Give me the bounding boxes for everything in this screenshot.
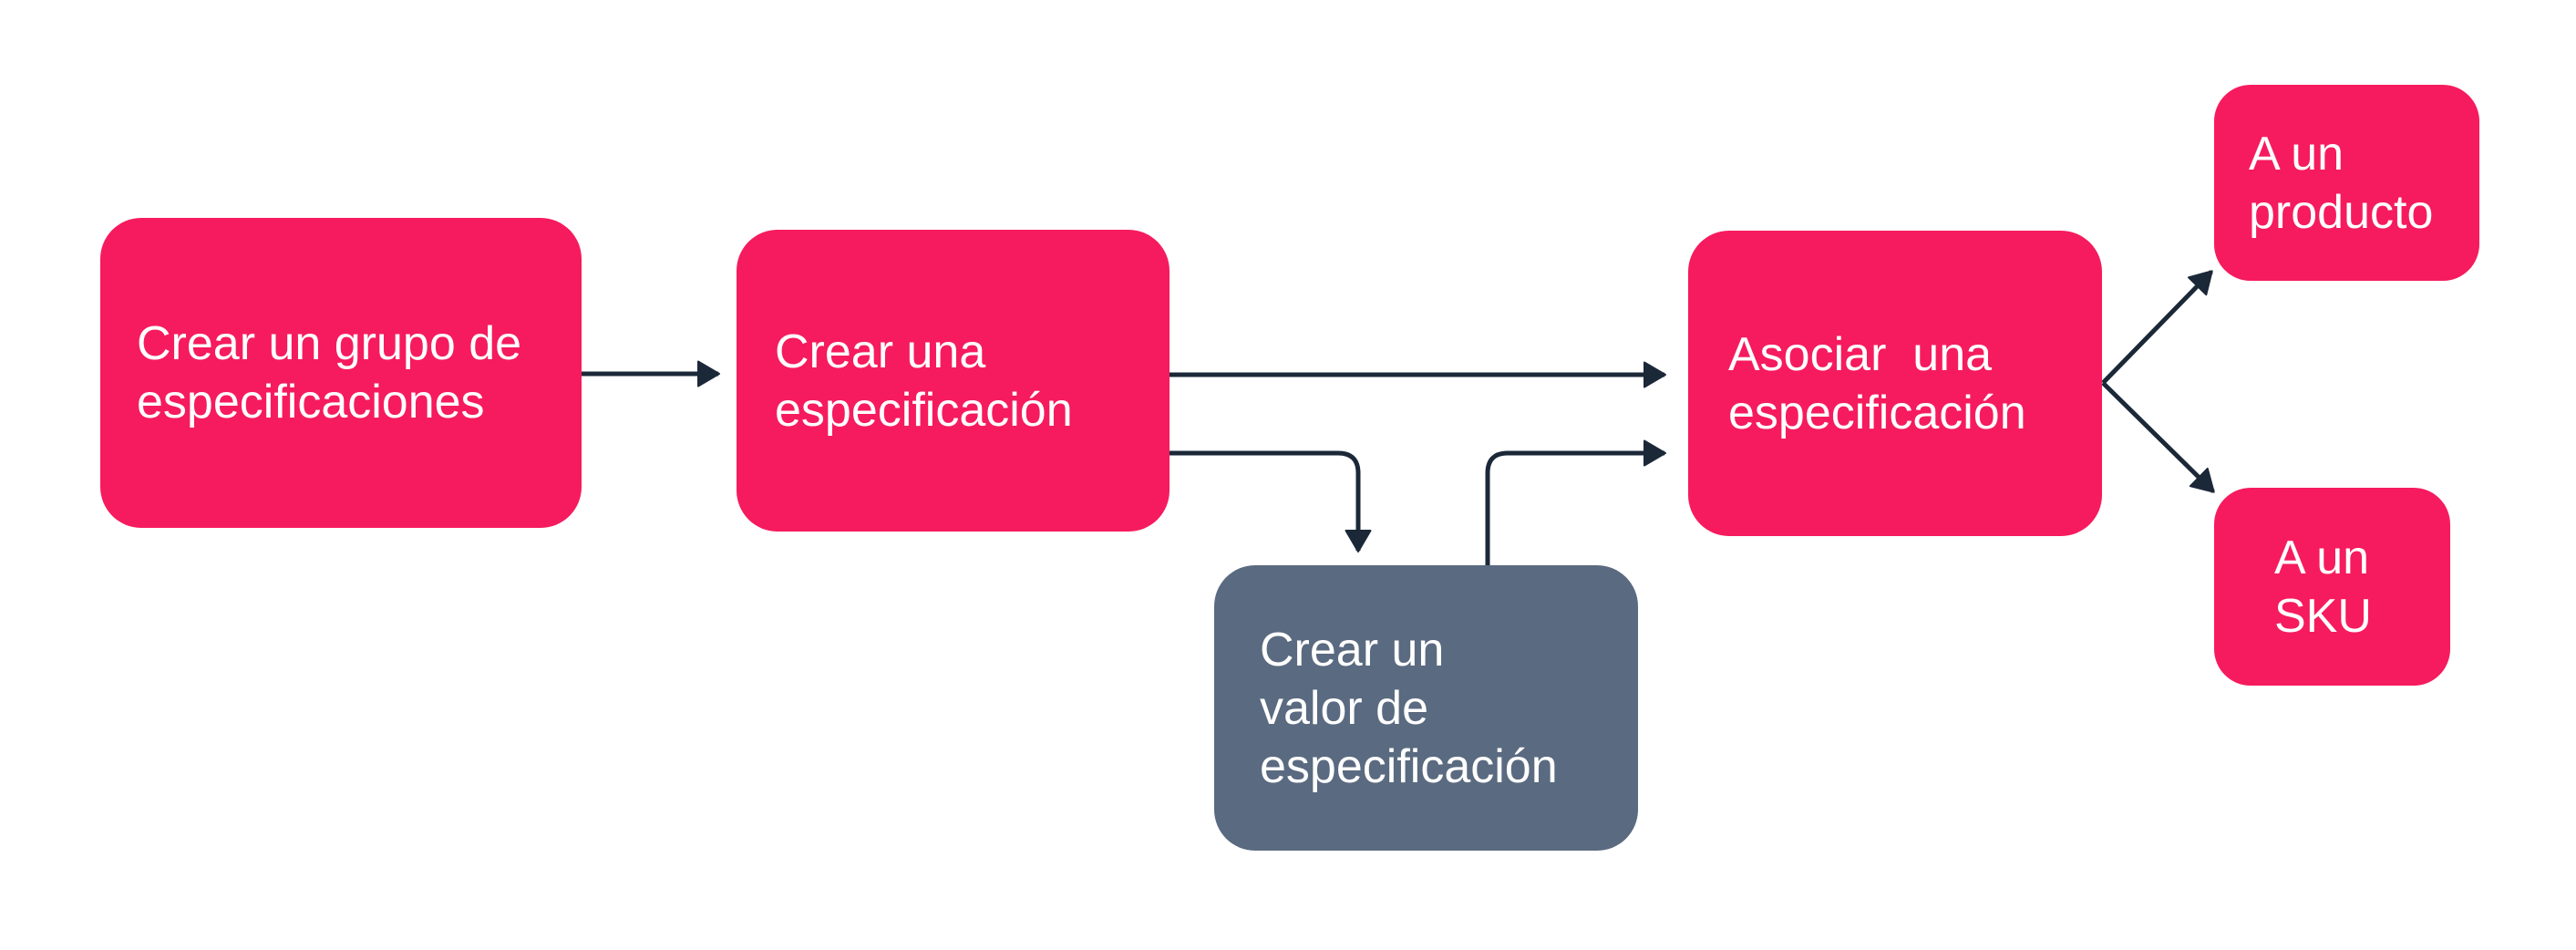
node-a-un-sku: A un SKU [2214,488,2450,686]
node-asociar-especificacion-label: Asociar una especificación [1728,327,2026,439]
edge-crear-especificacion-to-crear-valor [1170,450,1372,552]
node-a-un-producto: A un producto [2214,85,2479,281]
node-crear-valor: Crear un valor de especificación [1214,565,1638,851]
edge-asociar-to-a-un-producto [2101,270,2213,385]
edge-crear-valor-to-asociar [1485,439,1666,567]
node-crear-especificacion: Crear una especificación [737,230,1170,532]
node-crear-valor-label: Crear un valor de especificación [1260,623,1558,793]
node-crear-especificacion-label: Crear una especificación [775,325,1073,437]
edge-asociar-to-a-un-sku [2101,381,2215,493]
node-a-un-producto-label: A un producto [2249,127,2434,239]
node-crear-grupo: Crear un grupo de especificaciones [100,218,582,528]
node-asociar-especificacion: Asociar una especificación [1688,231,2102,536]
node-crear-grupo-label: Crear un grupo de especificaciones [137,317,522,429]
node-a-un-sku-label: A un SKU [2274,531,2372,643]
